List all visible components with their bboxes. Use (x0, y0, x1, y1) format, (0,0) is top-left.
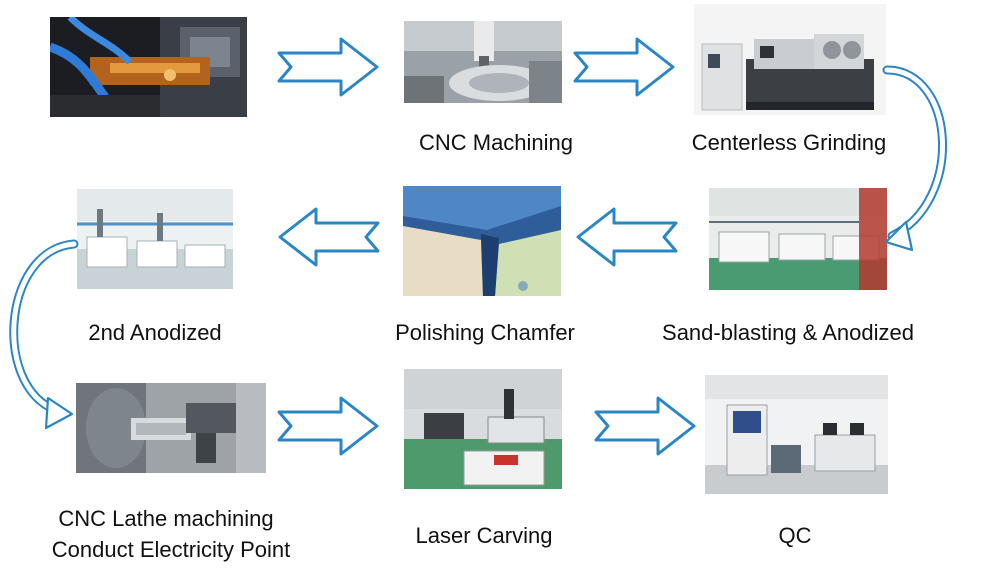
arrow-right-icon (594, 396, 696, 456)
curved-arrow-left-side-icon (9, 239, 79, 430)
step-label-cnc-lathe-line1: CNC Lathe machining (58, 506, 274, 531)
arrow-right-icon (277, 37, 379, 97)
step-label-qc: QC (778, 523, 812, 548)
arrow-left-icon (576, 207, 678, 267)
photo-cnc-machining (404, 21, 562, 103)
arrow-left-icon (278, 207, 380, 267)
photo-second-anodized (77, 189, 233, 289)
photo-qc-lab (705, 375, 888, 494)
arrow-right-icon (573, 37, 675, 97)
curved-arrow-right-side-icon (882, 65, 948, 252)
step-label-polishing-chamfer: Polishing Chamfer (395, 320, 575, 345)
photo-polishing-chamfer (403, 186, 561, 296)
step-label-cnc-lathe-line2: Conduct Electricity Point (51, 537, 291, 562)
step-label-centerless-grinding: Centerless Grinding (691, 130, 887, 155)
step-label-cnc-machining: CNC Machining (418, 130, 574, 155)
photo-cnc-lathe (76, 383, 266, 473)
photo-cutting-coolant (50, 17, 247, 117)
photo-centerless-grinding (694, 4, 886, 115)
step-label-second-anodized: 2nd Anodized (88, 320, 222, 345)
arrow-right-icon (277, 396, 379, 456)
photo-sand-blasting-anodized (709, 188, 887, 290)
step-label-laser-carving: Laser Carving (415, 523, 553, 548)
photo-laser-carving (404, 369, 562, 489)
step-label-sand-blasting-anodized: Sand-blasting & Anodized (662, 320, 914, 345)
